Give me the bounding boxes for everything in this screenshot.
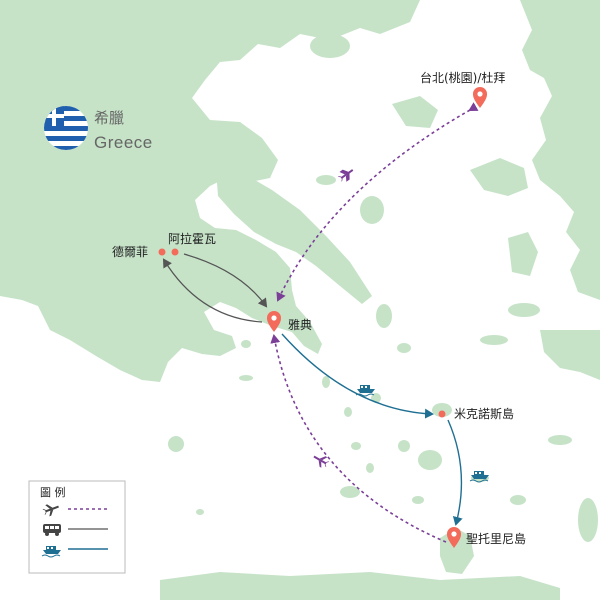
ikaria-island bbox=[480, 335, 508, 345]
chios-island bbox=[508, 232, 538, 276]
country-name-zh: 希臘 bbox=[94, 109, 124, 127]
airplane-icon bbox=[42, 504, 59, 517]
rhodes-island bbox=[578, 498, 598, 542]
location-pin-icon[interactable] bbox=[267, 311, 281, 332]
place-label-mykonos: 米克諾斯島 bbox=[454, 406, 514, 421]
astypalea-island bbox=[510, 495, 526, 505]
kea-island bbox=[322, 376, 330, 388]
samos-island bbox=[508, 303, 540, 317]
lemnos-island bbox=[392, 96, 438, 128]
ferry-route-athens-mykonos bbox=[281, 333, 434, 419]
aegina-island bbox=[241, 340, 251, 348]
paros-island bbox=[398, 440, 410, 452]
ios-island bbox=[412, 496, 424, 504]
tinos-island bbox=[397, 343, 411, 353]
lesvos-island bbox=[470, 158, 528, 196]
naxos-island bbox=[418, 450, 442, 470]
syros-island bbox=[371, 393, 381, 403]
flight-route-santorini-athens bbox=[270, 334, 447, 543]
mykonos-island bbox=[432, 403, 452, 417]
location-pin-icon[interactable] bbox=[447, 527, 461, 548]
kythira-island bbox=[168, 436, 184, 452]
ferry-icon bbox=[355, 385, 375, 397]
antikythera-island bbox=[196, 509, 204, 515]
milos-island bbox=[340, 486, 360, 498]
place-dot-mykonos[interactable] bbox=[438, 410, 446, 418]
country-name-en: Greece bbox=[94, 133, 153, 152]
place-dot-arachova[interactable] bbox=[171, 248, 179, 256]
place-label-taipei: 台北(桃園)/杜拜 bbox=[420, 70, 505, 85]
airplane-icon bbox=[337, 169, 354, 182]
sporades-island bbox=[316, 175, 336, 185]
ferry-icon bbox=[41, 546, 61, 558]
place-label-arachova: 阿拉霍瓦 bbox=[168, 231, 216, 246]
map-legend: 圖 例 bbox=[28, 480, 126, 574]
place-label-athens: 雅典 bbox=[288, 317, 312, 332]
thasos-island bbox=[310, 34, 350, 58]
turkey-coast bbox=[520, 0, 600, 300]
turkey-coast-south bbox=[540, 330, 600, 380]
crete-island bbox=[160, 572, 560, 600]
place-label-santorini: 聖托里尼島 bbox=[466, 531, 526, 546]
bus-icon bbox=[43, 524, 61, 536]
place-label-delphi: 德爾菲 bbox=[112, 244, 148, 259]
place-dot-delphi[interactable] bbox=[158, 248, 166, 256]
ferry-route-mykonos-santorini bbox=[447, 419, 463, 526]
legend-title: 圖 例 bbox=[40, 485, 66, 499]
andros-island bbox=[376, 304, 392, 328]
location-pin-icon[interactable] bbox=[473, 87, 487, 108]
mainland-greece bbox=[0, 0, 420, 382]
country-flag bbox=[44, 106, 88, 150]
kythnos-island bbox=[344, 407, 352, 417]
serifos-island bbox=[351, 442, 361, 450]
bus-route-athens-delphi bbox=[162, 258, 263, 323]
skyros-island bbox=[360, 196, 384, 224]
hydra-island bbox=[239, 375, 253, 381]
kos-island bbox=[548, 435, 572, 445]
ferry-icon bbox=[469, 471, 489, 483]
bus-route-arachova-athens bbox=[183, 253, 268, 308]
sifnos-island bbox=[366, 463, 374, 473]
airplane-icon bbox=[313, 455, 330, 468]
